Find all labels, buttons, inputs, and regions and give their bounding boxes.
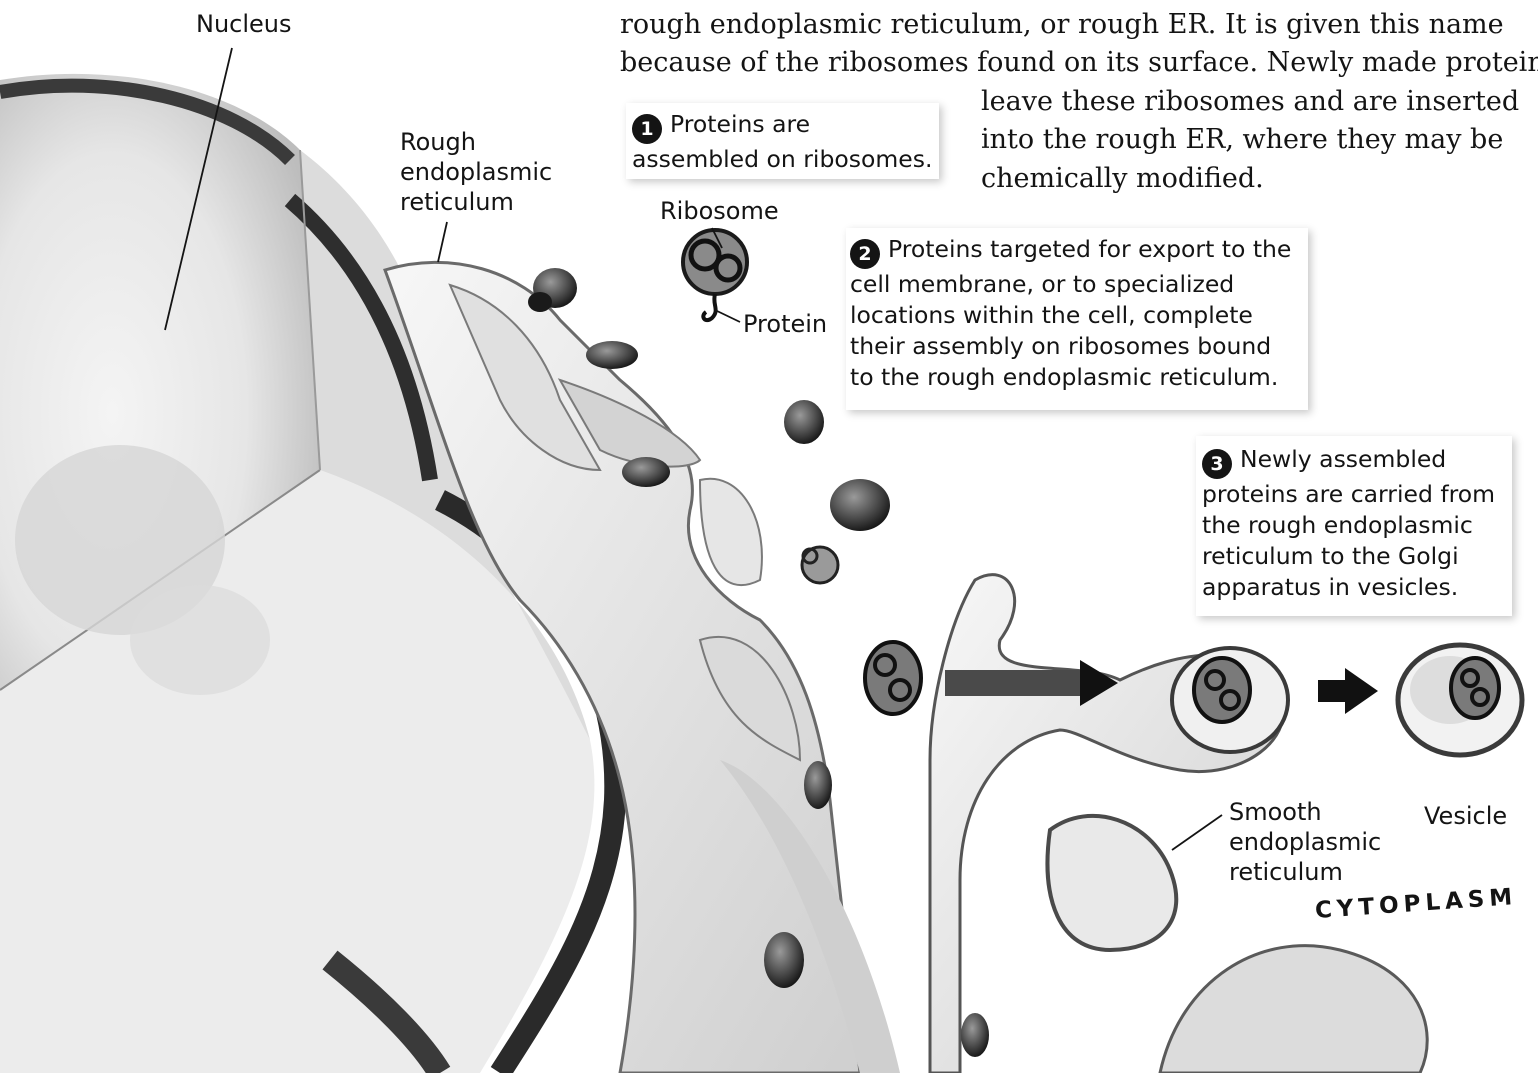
ribosome-icon xyxy=(784,400,824,444)
nucleus-label: Nucleus xyxy=(196,9,292,39)
protein-label: Protein xyxy=(743,309,827,339)
ribosome-icon xyxy=(586,341,638,369)
rough-er-label: Rough endoplasmic reticulum xyxy=(400,127,552,217)
protein-icon xyxy=(1194,658,1250,722)
vesicle-label: Vesicle xyxy=(1424,801,1507,831)
body-text-line: because of the ribosomes found on its su… xyxy=(620,44,1538,83)
transport-arrow xyxy=(1318,668,1378,714)
callout-text: Proteins targeted for export to the cell… xyxy=(850,235,1291,391)
protein-icon xyxy=(1451,658,1499,718)
ribosome-icon xyxy=(961,1013,989,1057)
ribosome-icon xyxy=(683,230,747,294)
body-text-line: chemically modified. xyxy=(981,160,1264,199)
step-number-badge: 1 xyxy=(632,114,662,144)
protein-icon xyxy=(802,547,838,583)
callout-text: Newly assembled proteins are carried fro… xyxy=(1202,445,1495,601)
ribosome-icon xyxy=(804,761,832,809)
ribosome-label: Ribosome xyxy=(660,196,779,226)
step-number-badge: 3 xyxy=(1202,449,1232,479)
ribosome-icon xyxy=(622,457,670,487)
ribosome-icon xyxy=(528,268,577,312)
ribosome-icon xyxy=(830,479,890,531)
protein-icon xyxy=(703,294,715,320)
callout-text: Proteins are assembled on ribosomes. xyxy=(632,110,932,173)
smooth-er-label: Smooth endoplasmic reticulum xyxy=(1229,797,1381,887)
body-text-line: into the rough ER, where they may be xyxy=(981,121,1503,160)
body-text-line: rough endoplasmic reticulum, or rough ER… xyxy=(620,6,1504,45)
step-number-badge: 2 xyxy=(850,239,880,269)
ribosome-icon xyxy=(764,932,804,988)
protein-icon xyxy=(865,642,921,714)
body-text-line: leave these ribosomes and are inserted xyxy=(981,83,1519,122)
